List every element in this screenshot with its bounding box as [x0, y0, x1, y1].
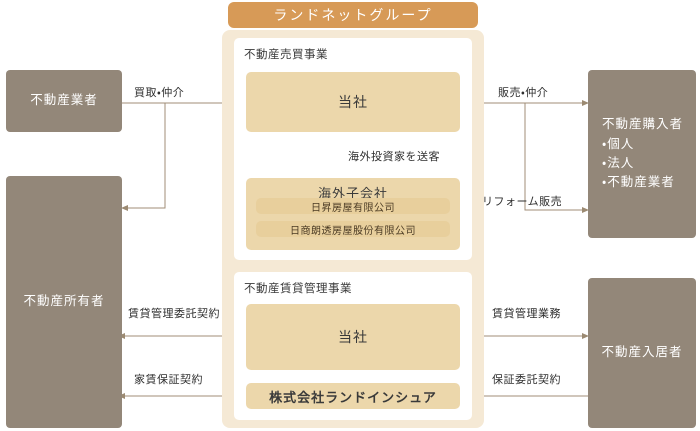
- entity-property-tenant: 不動産入居者: [588, 278, 696, 428]
- entity-buyer-item-1: ・法人: [602, 156, 635, 170]
- rental-company-box: 当社: [246, 304, 460, 370]
- segment-rental-title: 不動産賃貸管理事業: [244, 283, 352, 295]
- label-guarantee-entrust-contract: 保証委託契約: [492, 374, 561, 386]
- entity-buyer-list: ・個人 ・法人 ・不動産業者: [602, 135, 675, 193]
- label-rent-guarantee-contract: 家賃保証契約: [134, 374, 203, 386]
- entity-property-owner: 不動産所有者: [6, 176, 122, 428]
- entity-property-buyer: 不動産購入者 ・個人 ・法人 ・不動産業者: [588, 70, 696, 238]
- subsidiary-item-1: 日商朗透房屋股份有限公司: [256, 221, 450, 237]
- label-reform-sales: リフォーム販売: [482, 196, 563, 208]
- label-rental-mgmt-service: 賃貸管理業務: [492, 308, 561, 320]
- sales-company-box: 当社: [246, 72, 460, 132]
- overseas-subsidiary-group: 海外子会社: [246, 178, 460, 250]
- overseas-subsidiary-title: 海外子会社: [317, 186, 388, 201]
- group-header: ランドネットグループ: [228, 2, 478, 28]
- entity-buyer-item-0: ・個人: [602, 136, 635, 151]
- entity-tenant-label: 不動産入居者: [601, 345, 683, 360]
- entity-buyer-label: 不動産購入者: [602, 117, 684, 132]
- entity-agent-label: 不動産業者: [30, 93, 98, 108]
- label-overseas-investors: 海外投資家を送客: [348, 151, 440, 163]
- label-rental-mgmt-contract: 賃貸管理委託契約: [128, 308, 220, 320]
- label-purchase-brokerage: 買取・仲介: [134, 87, 185, 99]
- subsidiary-item-0: 日昇房屋有限公司: [256, 198, 450, 214]
- land-insure-box: 株式会社ランドインシュア: [246, 383, 460, 409]
- entity-owner-label: 不動産所有者: [23, 294, 105, 309]
- entity-real-estate-agent: 不動産業者: [6, 70, 122, 132]
- segment-sales-title: 不動産売買事業: [244, 49, 328, 61]
- label-sales-brokerage: 販売・仲介: [498, 87, 549, 99]
- entity-buyer-item-2: ・不動産業者: [602, 175, 675, 190]
